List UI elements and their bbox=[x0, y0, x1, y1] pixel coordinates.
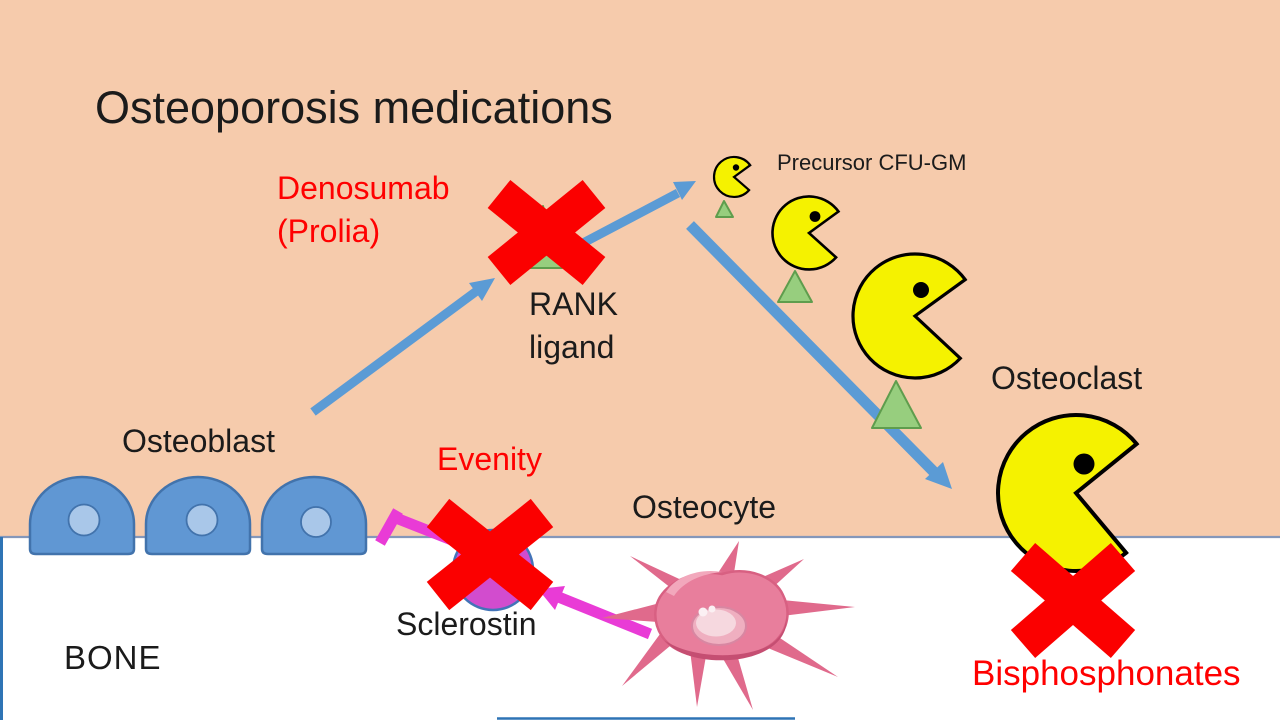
osteoclast-pacman-icon bbox=[996, 413, 1140, 573]
osteocyte-cell-icon bbox=[602, 541, 855, 710]
cell-nucleus-icon bbox=[185, 503, 219, 537]
cell-nucleus-icon bbox=[300, 506, 332, 538]
pacman-medium-icon bbox=[771, 195, 841, 271]
triangle-small-icon bbox=[715, 200, 734, 218]
label-bone: BONE bbox=[64, 639, 162, 676]
arrow-osteoblast-to-rank-ligand-icon bbox=[310, 278, 495, 416]
label-osteoclast: Osteoclast bbox=[991, 360, 1143, 396]
label-rank-ligand: ligand bbox=[529, 329, 615, 365]
slide-title: Osteoporosis medications bbox=[95, 82, 613, 133]
label-sclerostin: Sclerostin bbox=[396, 606, 537, 642]
block-x-evenity-icon bbox=[426, 498, 554, 611]
cell-nucleus-icon bbox=[67, 503, 101, 537]
label-osteocyte: Osteocyte bbox=[632, 489, 777, 525]
label-bisphosphonates: Bisphosphonates bbox=[972, 654, 1241, 693]
pacman-large-icon bbox=[851, 252, 968, 380]
block-x-denosumab-icon bbox=[487, 180, 606, 285]
label-evenity: Evenity bbox=[437, 441, 542, 477]
precursor-pacman-icon bbox=[712, 155, 752, 199]
block-x-bisphosphonates-icon bbox=[1010, 543, 1136, 658]
label-rank: RANK bbox=[529, 286, 618, 322]
label-precursor-cfu-gm: Precursor CFU-GM bbox=[777, 150, 967, 175]
arrow-precursor-to-osteoclast-icon bbox=[686, 221, 952, 489]
label-osteoblast: Osteoblast bbox=[122, 423, 275, 459]
osteoblast-cells bbox=[28, 475, 368, 556]
osteoclast-lineage bbox=[712, 155, 1140, 573]
label-denosumab: Denosumab bbox=[277, 170, 450, 206]
triangle-large-icon bbox=[871, 380, 922, 429]
triangle-medium-icon bbox=[777, 270, 813, 303]
label-prolia: (Prolia) bbox=[277, 213, 381, 249]
